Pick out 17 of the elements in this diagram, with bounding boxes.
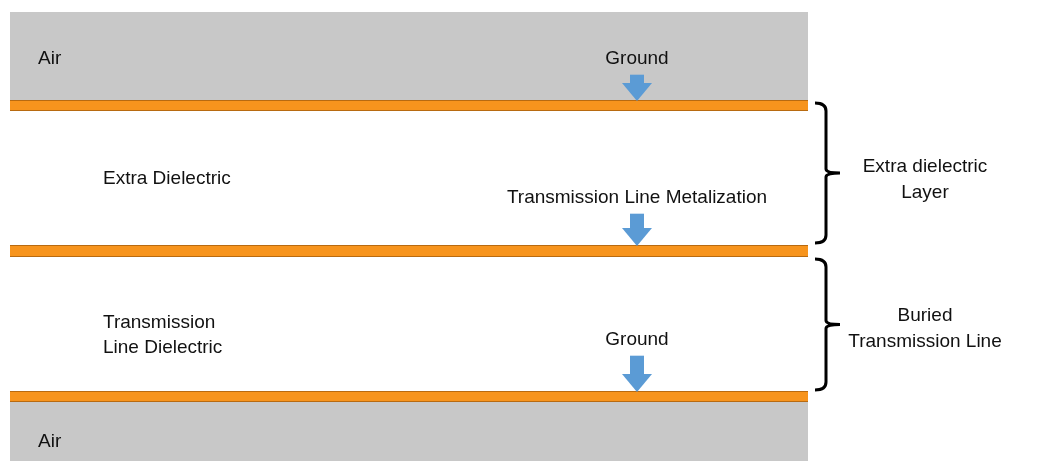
layer-label: Transmission Line Metalization <box>506 185 768 210</box>
air-region <box>10 402 808 461</box>
metal-layer <box>10 100 808 111</box>
metal-layer <box>10 245 808 257</box>
metal-layer <box>10 391 808 402</box>
layer-label: Air <box>38 46 63 70</box>
air-region <box>10 12 808 100</box>
arrow <box>622 213 652 246</box>
layer-label: Air <box>38 429 63 453</box>
layer-label: Ground <box>605 327 669 352</box>
layer-label: Transmission Line Dielectric <box>103 310 224 359</box>
layer-label: Extra Dielectric <box>103 166 232 190</box>
bracket-label: Extra dielectric Layer <box>861 154 989 204</box>
arrow <box>622 355 652 392</box>
layer-label: Ground <box>605 46 669 71</box>
bracket-label: Buried Transmission Line <box>847 303 1003 353</box>
arrow <box>622 74 652 101</box>
